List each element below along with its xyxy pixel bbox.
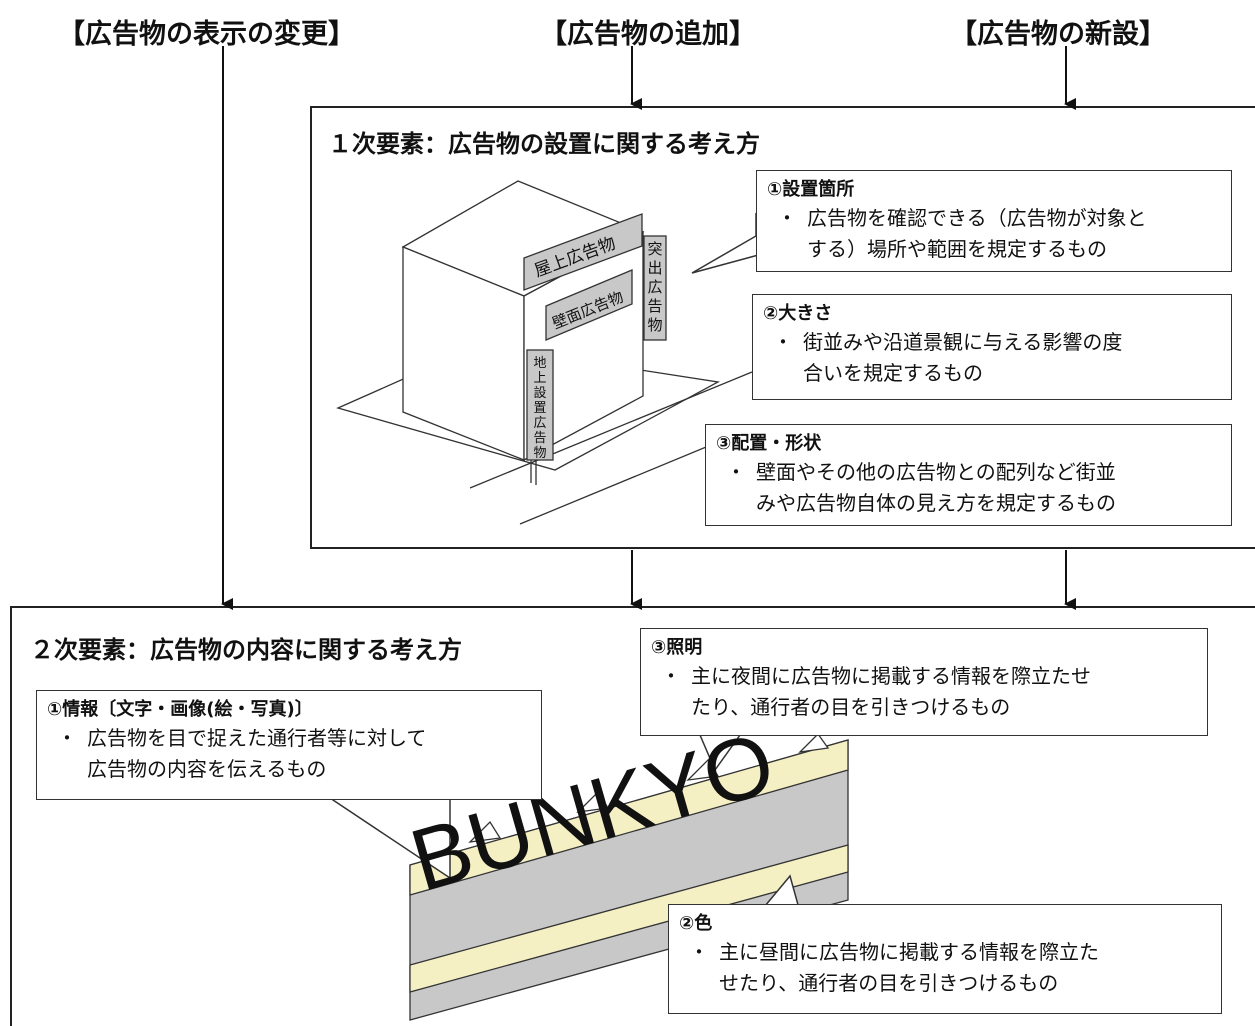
callout-location: ①設置箇所 ・広告物を確認できる（広告物が対象と する）場所や範囲を規定するもの xyxy=(756,170,1232,272)
callout-color: ②色 ・主に昼間に広告物に掲載する情報を際立た せたり、通行者の目を引きつけるも… xyxy=(668,904,1222,1014)
header-addition: 【広告物の追加】 xyxy=(540,19,756,50)
projecting-sign-label: 突出広告物 xyxy=(647,240,663,334)
header-new-installation: 【広告物の新設】 xyxy=(950,19,1166,50)
callout-layout-shape: ③配置・形状 ・壁面やその他の広告物との配列など街並 みや広告物自体の見え方を規… xyxy=(705,424,1232,526)
callout-information-line-2: 広告物の内容を伝えるもの xyxy=(87,757,327,781)
callout-lighting-line-1: 主に夜間に広告物に掲載する情報を際立たせ xyxy=(691,664,1091,688)
callout-lighting-title: ③照明 xyxy=(651,637,703,658)
callout-size-line-1: 街並みや沿道景観に与える影響の度 xyxy=(803,330,1123,354)
secondary-element-title: ２次要素：広告物の内容に関する考え方 xyxy=(30,636,462,664)
callout-color-title: ②色 xyxy=(679,913,713,934)
callout-lighting-line-2: たり、通行者の目を引きつけるもの xyxy=(691,695,1011,719)
primary-element-title: １次要素：広告物の設置に関する考え方 xyxy=(328,130,760,158)
callout-location-line-2: する）場所や範囲を規定するもの xyxy=(807,237,1107,261)
callout-location-line-1: 広告物を確認できる（広告物が対象と xyxy=(807,206,1147,230)
callout-information: ①情報〔文字・画像(絵・写真)〕 ・広告物を目で捉えた通行者等に対して 広告物の… xyxy=(36,690,542,800)
bunkyo-sign-illustration xyxy=(409,732,849,1021)
pointer-location xyxy=(691,212,763,274)
callout-size-title: ②大きさ xyxy=(763,303,833,324)
callout-color-line-2: せたり、通行者の目を引きつけるもの xyxy=(719,971,1059,995)
callout-color-line-1: 主に昼間に広告物に掲載する情報を際立た xyxy=(719,940,1099,964)
flow-arrows xyxy=(221,46,1076,610)
callout-location-title: ①設置箇所 xyxy=(767,179,855,200)
callout-lighting: ③照明 ・主に夜間に広告物に掲載する情報を際立たせ たり、通行者の目を引きつける… xyxy=(640,628,1208,736)
callout-layout-line-2: みや広告物自体の見え方を規定するもの xyxy=(756,491,1116,515)
ground-sign-label: 地上設置広告物 xyxy=(533,356,547,461)
building-illustration xyxy=(336,180,753,525)
callout-layout-line-1: 壁面やその他の広告物との配列など街並 xyxy=(756,460,1116,484)
callout-layout-title: ③配置・形状 xyxy=(716,433,822,454)
callout-size: ②大きさ ・街並みや沿道景観に与える影響の度 合いを規定するもの xyxy=(752,294,1232,400)
callout-information-title: ①情報〔文字・画像(絵・写真)〕 xyxy=(47,699,313,720)
header-display-change: 【広告物の表示の変更】 xyxy=(58,19,355,50)
callout-size-line-2: 合いを規定するもの xyxy=(803,361,983,385)
callout-information-line-1: 広告物を目で捉えた通行者等に対して xyxy=(87,726,427,750)
